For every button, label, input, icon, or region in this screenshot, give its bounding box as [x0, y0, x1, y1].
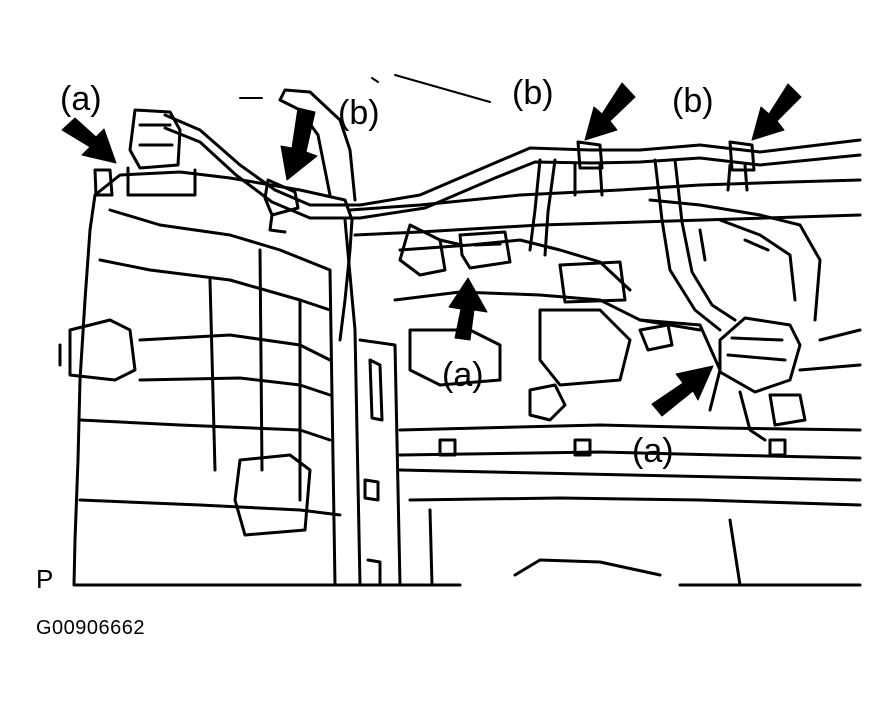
center-column — [278, 88, 402, 587]
sensor-connector-top-left — [93, 108, 197, 197]
label-b-top-left: (b) — [338, 94, 380, 132]
sensor-connector-center — [398, 223, 512, 277]
label-a-center: (a) — [442, 356, 484, 394]
label-a-top-left: (a) — [60, 80, 102, 118]
sensor-connector-right — [718, 316, 802, 442]
arrow-clamp-3 — [751, 83, 802, 141]
arrow-center — [448, 277, 488, 341]
intake-manifold — [348, 178, 862, 587]
view-letter: P — [36, 564, 54, 594]
engine-block-left — [58, 170, 462, 587]
arrow-right — [651, 365, 714, 417]
arrows — [61, 82, 802, 417]
label-a-right: (a) — [632, 432, 674, 470]
wire-harness — [163, 113, 862, 332]
hose-clamp-3 — [728, 140, 756, 172]
hose-clamp-2 — [576, 140, 604, 170]
arrow-top-left — [61, 117, 117, 164]
hose-clamp-1 — [263, 178, 300, 234]
arrow-clamp-1 — [280, 107, 318, 181]
misc-details — [239, 74, 491, 103]
label-b-top-right: (b) — [672, 82, 714, 120]
label-b-top-center: (b) — [512, 74, 554, 112]
figure-id: G00906662 — [36, 617, 146, 639]
arrow-clamp-2 — [584, 82, 636, 141]
